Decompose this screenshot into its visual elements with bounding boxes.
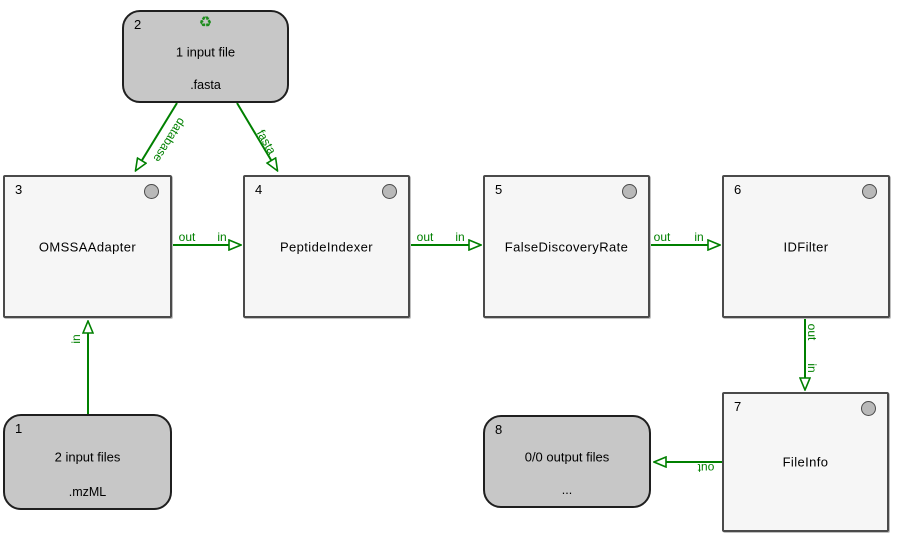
node-title: FileInfo	[782, 454, 829, 470]
node-input-mzml[interactable]: 1 2 input files .mzML	[3, 414, 172, 510]
node-omssaadapter[interactable]: 3 OMSSAAdapter	[3, 175, 172, 318]
node-number-badge: 5	[495, 182, 503, 197]
node-title: FalseDiscoveryRate	[504, 239, 629, 254]
node-fileinfo[interactable]: 7 FileInfo	[722, 392, 889, 532]
node-title: PeptideIndexer	[279, 239, 374, 254]
status-circle-icon	[382, 184, 397, 199]
node-output-files[interactable]: 8 0/0 output files ...	[483, 415, 651, 508]
node-input-fasta[interactable]: 2 ♻ 1 input file .fasta	[122, 10, 289, 103]
node-title: 0/0 output files	[524, 449, 610, 465]
status-circle-icon	[861, 401, 876, 416]
edge-label-out: out	[654, 230, 671, 244]
edge-label-out: out	[697, 461, 714, 475]
node-file-suffix: ...	[561, 483, 573, 497]
edge-label-fasta: fasta	[254, 127, 279, 157]
edge-label-out: out	[805, 324, 819, 341]
edge-label-database: database	[150, 115, 188, 165]
edge-label-in: in	[455, 230, 464, 244]
edge-2-3[interactable]	[136, 102, 178, 170]
node-number-badge: 1	[15, 421, 23, 436]
node-title: OMSSAAdapter	[38, 239, 137, 254]
status-circle-icon	[144, 184, 159, 199]
edge-label-in: in	[69, 334, 83, 343]
node-number-badge: 8	[495, 422, 503, 437]
node-title: 2 input files	[54, 449, 121, 465]
node-number-badge: 2	[134, 17, 142, 32]
edge-2-4[interactable]	[236, 102, 277, 170]
node-idfilter[interactable]: 6 IDFilter	[722, 175, 890, 318]
edge-label-out: out	[417, 230, 434, 244]
node-file-suffix: .fasta	[190, 78, 221, 92]
node-peptideindexer[interactable]: 4 PeptideIndexer	[243, 175, 410, 318]
node-title: IDFilter	[783, 239, 829, 254]
node-title: 1 input file	[175, 44, 236, 60]
node-number-badge: 7	[734, 399, 742, 414]
edge-label-in: in	[217, 230, 226, 244]
node-number-badge: 4	[255, 182, 263, 197]
edge-label-in: in	[805, 363, 819, 372]
node-number-badge: 6	[734, 182, 742, 197]
status-circle-icon	[622, 184, 637, 199]
edge-label-out: out	[179, 230, 196, 244]
node-number-badge: 3	[15, 182, 23, 197]
status-circle-icon	[862, 184, 877, 199]
edge-label-in: in	[694, 230, 703, 244]
node-file-suffix: .mzML	[68, 485, 107, 499]
recycle-icon: ♻	[198, 14, 213, 31]
node-falsediscoveryrate[interactable]: 5 FalseDiscoveryRate	[483, 175, 650, 318]
